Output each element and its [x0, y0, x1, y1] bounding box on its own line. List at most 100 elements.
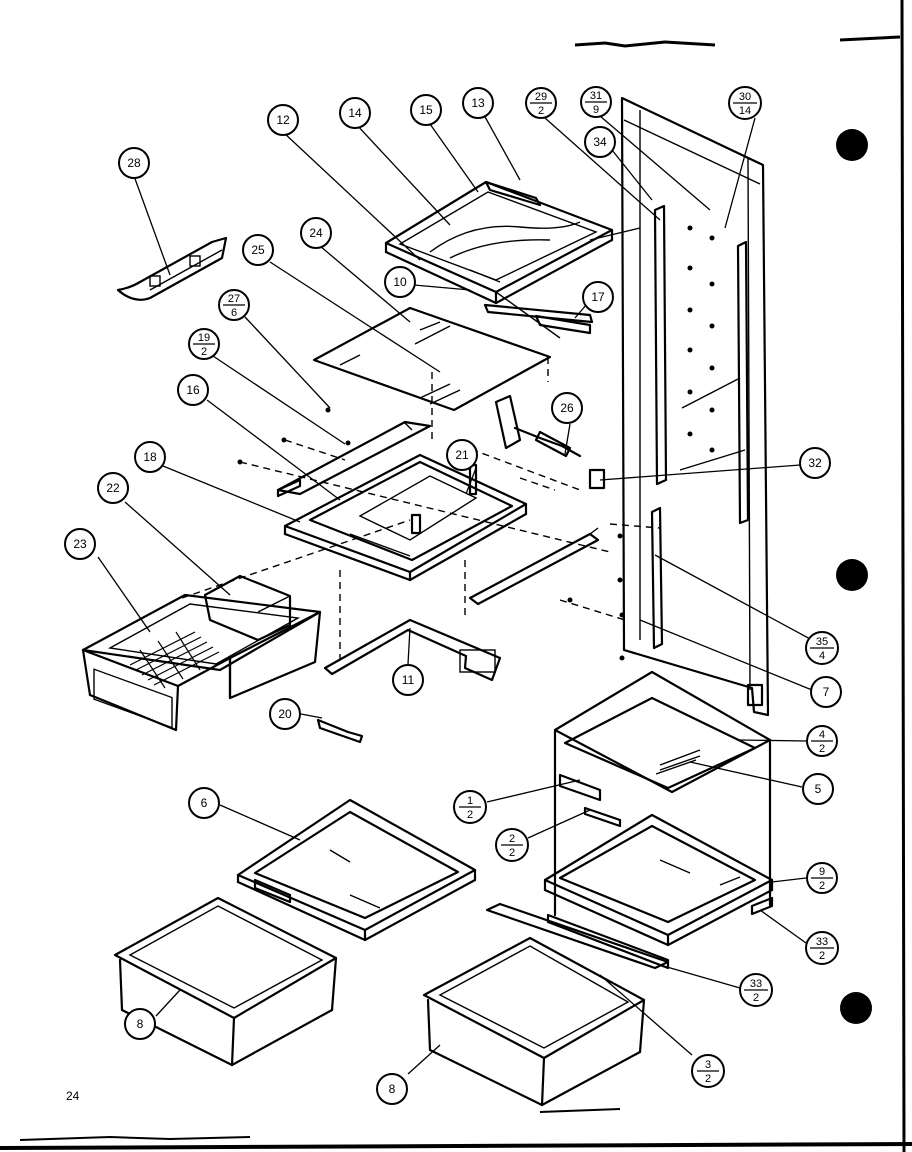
callout-25: 25 — [242, 234, 274, 266]
svg-text:2: 2 — [819, 950, 825, 962]
svg-text:2: 2 — [201, 346, 207, 358]
callout-10: 10 — [384, 266, 416, 298]
svg-text:35: 35 — [816, 636, 828, 648]
callout-6: 6 — [188, 787, 220, 819]
svg-text:2: 2 — [705, 1073, 711, 1085]
svg-text:25: 25 — [251, 243, 265, 257]
svg-text:10: 10 — [393, 275, 407, 289]
svg-text:21: 21 — [455, 448, 469, 462]
svg-text:2: 2 — [467, 809, 473, 821]
glass-plate — [312, 306, 552, 412]
svg-text:28: 28 — [127, 156, 141, 170]
svg-text:29: 29 — [535, 91, 547, 103]
svg-text:26: 26 — [560, 401, 574, 415]
registration-dot — [840, 992, 872, 1024]
svg-text:6: 6 — [201, 796, 208, 810]
callout-11: 11 — [392, 664, 424, 696]
door-bin-28 — [116, 236, 228, 301]
svg-text:24: 24 — [309, 226, 323, 240]
svg-text:13: 13 — [471, 96, 485, 110]
drawer-divider-22 — [203, 574, 292, 642]
crisper-cover-frame — [276, 420, 528, 582]
svg-text:5: 5 — [815, 782, 822, 796]
callout-8a: 8 — [124, 1008, 156, 1040]
callout-3-2: 32 — [691, 1054, 725, 1088]
callout-29-2: 292 — [525, 87, 557, 119]
callout-21: 21 — [446, 439, 478, 471]
crisper-pan-left — [113, 896, 338, 1067]
callout-28: 28 — [118, 147, 150, 179]
svg-text:23: 23 — [73, 537, 87, 551]
svg-text:33: 33 — [816, 936, 828, 948]
callout-20: 20 — [269, 698, 301, 730]
svg-text:16: 16 — [186, 383, 200, 397]
svg-text:8: 8 — [389, 1082, 396, 1096]
callout-32: 32 — [799, 447, 831, 479]
svg-text:17: 17 — [591, 290, 605, 304]
cabinet-liner — [620, 96, 770, 717]
assembly-guides — [181, 372, 661, 660]
svg-text:30: 30 — [739, 91, 751, 103]
svg-text:11: 11 — [402, 673, 415, 687]
svg-text:4: 4 — [819, 729, 825, 741]
svg-text:2: 2 — [509, 847, 515, 859]
callout-18: 18 — [134, 441, 166, 473]
callout-35-4: 354 — [805, 631, 839, 665]
lower-left-shelf — [236, 798, 477, 942]
callout-4-2: 42 — [806, 725, 838, 757]
svg-text:34: 34 — [593, 135, 607, 149]
upper-glass-shelf — [384, 180, 641, 339]
bracket-part-26 — [494, 394, 606, 490]
callout-26: 26 — [551, 392, 583, 424]
crisper-pan-right — [422, 936, 646, 1107]
svg-text:9: 9 — [593, 104, 599, 116]
svg-text:2: 2 — [538, 105, 544, 117]
svg-text:18: 18 — [143, 450, 157, 464]
callout-16: 16 — [177, 374, 209, 406]
callout-33-2b: 332 — [739, 973, 773, 1007]
callout-1-2: 12 — [453, 790, 487, 824]
svg-text:33: 33 — [750, 978, 762, 990]
crisper-drawer-23 — [81, 593, 322, 732]
svg-text:2: 2 — [819, 880, 825, 892]
svg-text:1: 1 — [467, 795, 473, 807]
callout-7: 7 — [810, 676, 842, 708]
lower-right-shelf — [485, 813, 774, 970]
page-number: 24 — [66, 1089, 80, 1103]
svg-text:20: 20 — [278, 707, 292, 721]
callout-31-9: 319 — [580, 86, 612, 118]
registration-dot — [836, 129, 868, 161]
support-bracket-11 — [323, 618, 502, 682]
callout-34: 34 — [584, 126, 616, 158]
drawer-grid — [129, 631, 220, 689]
callout-23: 23 — [64, 528, 96, 560]
svg-text:32: 32 — [808, 456, 822, 470]
callout-14: 14 — [339, 97, 371, 129]
callout-22: 22 — [97, 472, 129, 504]
shelf-holes — [687, 225, 715, 453]
svg-text:6: 6 — [231, 307, 237, 319]
svg-text:14: 14 — [348, 106, 362, 120]
svg-text:15: 15 — [419, 103, 433, 117]
callout-9-2: 92 — [806, 862, 838, 894]
callout-15: 15 — [410, 94, 442, 126]
screws — [237, 407, 625, 661]
svg-text:8: 8 — [137, 1017, 144, 1031]
callout-27-6: 276 — [218, 289, 250, 321]
callout-8b: 8 — [376, 1073, 408, 1105]
callout-33-2a: 332 — [805, 931, 839, 965]
callout-2-2: 22 — [495, 828, 529, 862]
registration-dot — [836, 559, 868, 591]
callout-19-2: 192 — [188, 328, 220, 360]
svg-text:14: 14 — [739, 105, 751, 117]
svg-text:4: 4 — [819, 650, 825, 662]
svg-text:31: 31 — [590, 90, 602, 102]
callout-24: 24 — [300, 217, 332, 249]
leader-lines — [97, 114, 813, 1075]
svg-text:3: 3 — [705, 1059, 711, 1071]
svg-text:22: 22 — [106, 481, 120, 495]
